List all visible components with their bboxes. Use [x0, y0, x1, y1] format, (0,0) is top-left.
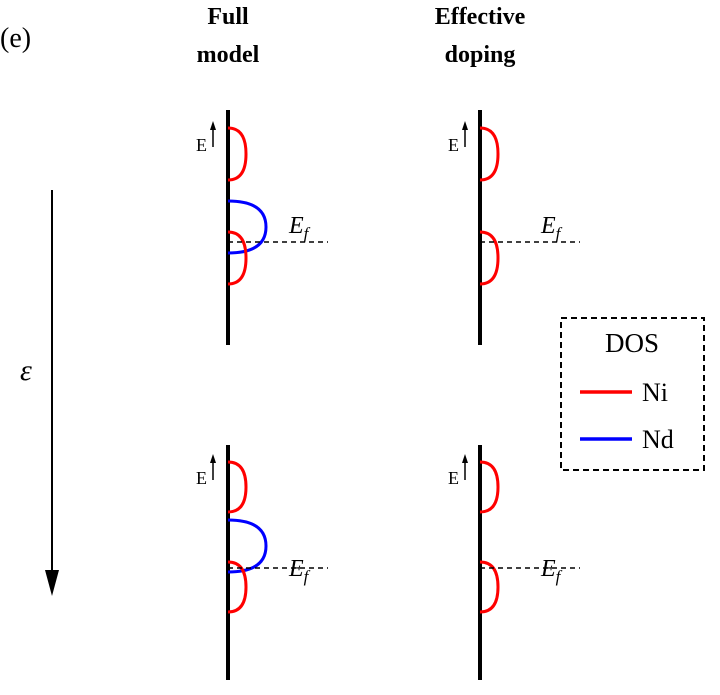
fermi-label: Ef: [540, 556, 563, 586]
energy-axis-label: E: [196, 135, 207, 155]
energy-up-arrowhead: [462, 454, 468, 463]
ni-dos-lower: [479, 560, 500, 614]
legend-box: [560, 317, 705, 471]
energy-axis-label: E: [196, 468, 207, 488]
energy-axis-label: E: [448, 135, 459, 155]
legend-label-ni: Ni: [642, 378, 668, 407]
ni-dos-lower: [227, 230, 248, 286]
fermi-label: Ef: [540, 213, 563, 243]
energy-up-arrowhead: [462, 121, 468, 130]
legend-title: DOS: [605, 328, 659, 358]
ni-dos-lower: [227, 560, 248, 614]
column-title-effective-line1: Effective: [435, 4, 526, 30]
panel-effective-bottom: Ef E: [448, 445, 580, 680]
legend: DOS Ni Nd: [560, 317, 705, 471]
strain-label: ε: [20, 354, 32, 387]
ni-dos-upper: [227, 460, 248, 514]
nd-dos: [227, 199, 268, 255]
energy-up-arrowhead: [210, 121, 216, 130]
ni-dos-upper: [479, 460, 500, 514]
nd-dos: [227, 518, 268, 574]
ni-dos-lower: [479, 230, 500, 286]
energy-axis-label: E: [448, 468, 459, 488]
panel-effective-top: Ef E: [448, 110, 580, 345]
column-title-effective-line2: doping: [445, 42, 516, 68]
ni-dos-upper: [479, 126, 500, 182]
column-title-full-line2: model: [197, 42, 260, 68]
ni-dos-upper: [227, 126, 248, 182]
legend-label-nd: Nd: [642, 425, 674, 454]
fermi-label: Ef: [288, 213, 311, 243]
panel-full-top: Ef E: [196, 110, 328, 345]
strain-arrow-head: [45, 570, 59, 596]
energy-up-arrowhead: [210, 454, 216, 463]
panel-full-bottom: Ef E: [196, 445, 328, 680]
fermi-label: Ef: [288, 556, 311, 586]
panel-label: (e): [0, 23, 31, 54]
column-title-full-line1: Full: [207, 4, 249, 30]
